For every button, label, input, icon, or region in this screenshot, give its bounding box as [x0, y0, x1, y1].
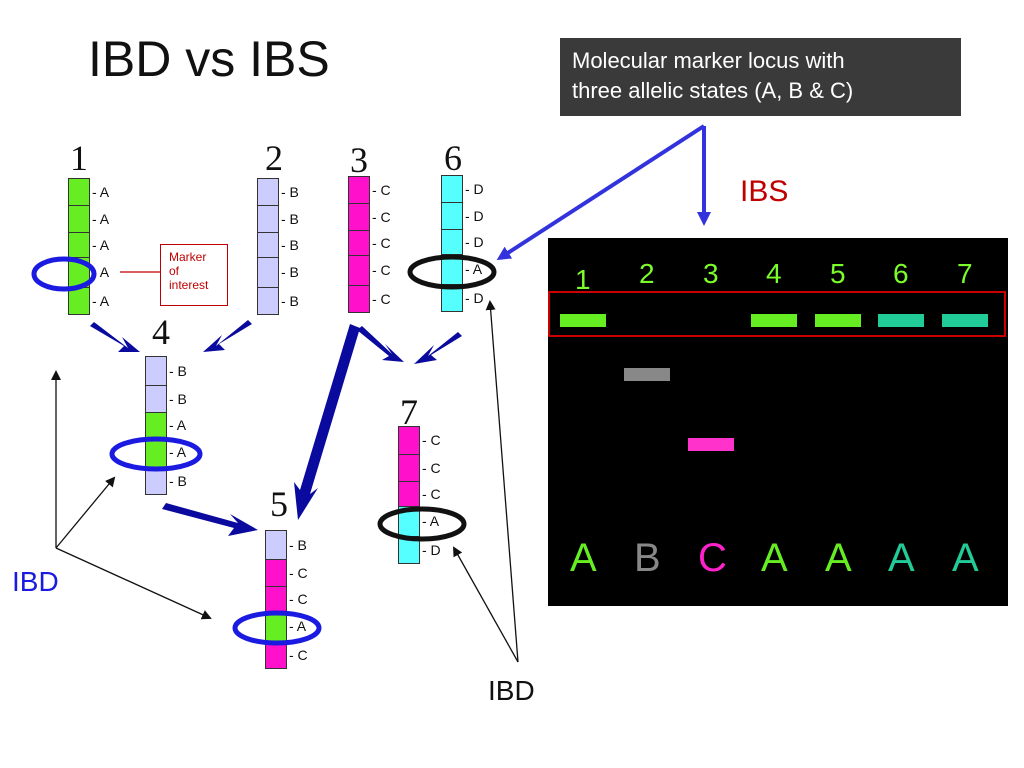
marker-of-interest-box: Marker of interest [160, 244, 228, 306]
ibd-bottom-to-7 [453, 546, 519, 663]
segment-2-5 [257, 287, 279, 315]
allele-label-2-4: - B [281, 264, 299, 280]
ibd-left-to-4 [55, 476, 116, 549]
gel-band-lane-3 [688, 438, 734, 451]
ibd-left-to-5 [55, 547, 212, 620]
gel-band-lane-2 [624, 368, 670, 381]
allele-label-5-4: - A [289, 618, 307, 634]
ibs-band-highlight [548, 291, 1006, 337]
allele-label-6-5: - D [465, 289, 484, 306]
allele-label-1-2: - A [92, 210, 110, 227]
lane-number-7: 7 [957, 258, 973, 289]
allele-label-4-4: - A [169, 444, 187, 460]
marker-box-line-1: Marker [169, 250, 207, 264]
allele-label-7-1: - C [422, 432, 441, 448]
lane-number-6: 6 [893, 258, 909, 289]
allele-call-lane-1: A [570, 536, 597, 580]
allele-label-2-5: - B [281, 292, 299, 309]
gel-band-lane-1 [560, 314, 606, 327]
gel-band-lane-6 [878, 314, 924, 327]
allele-call-lane-6: A [888, 536, 915, 580]
allele-label-1-1: - A [92, 183, 110, 200]
callout-arrows [496, 124, 711, 261]
allele-call-lane-4: A [761, 536, 788, 580]
segment-3-5 [348, 285, 370, 313]
individual-7-number: 7 [400, 392, 418, 432]
allele-label-2-1: - B [281, 183, 299, 200]
individual-3-number: 3 [350, 140, 368, 180]
allele-call-lane-5: A [825, 536, 852, 580]
ibd-left-label: IBD [12, 566, 59, 597]
allele-label-4-5: - B [169, 472, 187, 489]
lane-number-2: 2 [639, 258, 655, 289]
allele-label-5-1: - B [289, 536, 307, 553]
arrow-2-to-4 [203, 320, 252, 352]
allele-label-4-3: - A [169, 416, 187, 433]
ibd-bottom-to-6 [485, 300, 519, 663]
allele-label-3-1: - C [372, 181, 391, 198]
allele-call-lane-2: B [634, 536, 661, 580]
marker-box-line-2: of [169, 264, 180, 278]
callout-box: Molecular marker locus with three alleli… [560, 38, 961, 116]
allele-label-3-2: - C [372, 208, 391, 225]
callout-line-1: Molecular marker locus with [572, 48, 845, 73]
lane-number-5: 5 [830, 258, 846, 289]
allele-label-6-1: - D [465, 180, 484, 197]
allele-label-4-2: - B [169, 390, 187, 407]
individual-2-number: 2 [265, 138, 283, 178]
ibd-bottom-label: IBD [488, 675, 535, 706]
allele-call-lane-7: A [952, 536, 979, 580]
gel-band-lane-4 [751, 314, 797, 327]
page-title: IBD vs IBS [88, 31, 330, 87]
allele-label-7-2: - C [422, 459, 441, 476]
allele-label-3-3: - C [372, 234, 391, 251]
marker-ovals [31, 254, 497, 646]
allele-label-6-3: - D [465, 233, 484, 250]
arrow-6-to-7 [414, 332, 462, 364]
gel-band-lane-7 [942, 314, 988, 327]
individual-5-number: 5 [270, 484, 288, 524]
callout-line-2: three allelic states (A, B & C) [572, 78, 854, 103]
allele-label-2-2: - B [281, 210, 299, 227]
allele-label-7-4: - A [422, 513, 440, 529]
arrow-4-to-5 [162, 503, 258, 536]
allele-label-1-5: - A [92, 292, 110, 309]
allele-label-7-5: - D [422, 541, 441, 558]
allele-label-5-5: - C [289, 646, 308, 663]
lane-number-1: 1 [575, 264, 591, 295]
allele-label-7-3: - C [422, 485, 441, 502]
arrow-1-to-4 [90, 322, 140, 352]
allele-label-4-1: - B [169, 362, 187, 379]
allele-label-3-4: - C [372, 262, 391, 278]
individual-4-number: 4 [152, 312, 170, 352]
allele-label-5-3: - C [289, 590, 308, 607]
oval-ind7 [377, 506, 467, 542]
individual-1-number: 1 [70, 138, 88, 178]
marker-box-line-3: interest [169, 278, 209, 292]
allele-label-6-4: - A [465, 261, 483, 277]
arrow-3-to-5 [294, 324, 360, 520]
allele-call-lane-3: C [698, 536, 727, 580]
gel-band-lane-5 [815, 314, 861, 327]
ibs-label: IBS [740, 175, 789, 208]
oval-ind4 [109, 436, 203, 472]
ibd-thin-arrows [51, 300, 519, 663]
callout-to-ind6 [496, 124, 706, 261]
oval-ind5 [232, 610, 322, 646]
lane-number-4: 4 [766, 258, 782, 289]
allele-label-5-2: - C [289, 564, 308, 581]
allele-label-6-2: - D [465, 207, 484, 224]
allele-label-1-3: - A [92, 236, 110, 253]
inheritance-arrows [90, 320, 462, 536]
oval-ind6 [407, 254, 497, 290]
lane-number-3: 3 [703, 258, 719, 289]
arrow-3-to-7 [357, 326, 404, 362]
individual-6-number: 6 [444, 138, 462, 178]
allele-label-3-5: - C [372, 290, 391, 307]
allele-label-2-3: - B [281, 236, 299, 253]
oval-ind1 [31, 256, 97, 292]
